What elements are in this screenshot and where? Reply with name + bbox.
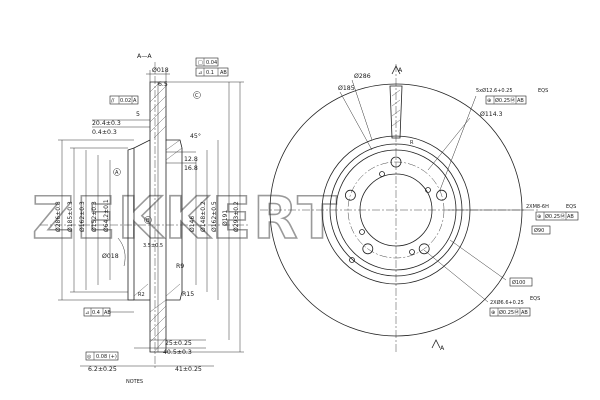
dim-w2: 16.8 bbox=[184, 165, 198, 172]
svg-text:Ø0.25Ⓜ: Ø0.25Ⓜ bbox=[545, 213, 565, 220]
hatch-bottom bbox=[133, 283, 181, 353]
dim-total: Ø293±0.2 bbox=[233, 201, 240, 232]
dim-w1: 12.8 bbox=[184, 156, 198, 163]
dim-hub: Ø018 bbox=[152, 66, 169, 74]
tol-frame-holes-right: ⊕ Ø0.25Ⓜ AB bbox=[535, 211, 579, 221]
label-pcd: Ø286 bbox=[354, 72, 371, 80]
svg-text:⊕: ⊕ bbox=[537, 214, 541, 220]
label-hub: Ø114.3 bbox=[480, 110, 503, 118]
label-pilot: 2XØ6.6+0.25 bbox=[490, 299, 524, 306]
tol-frame-pcd-bottom: ⊕ Ø0.25Ⓜ AB bbox=[489, 307, 531, 317]
dim-w40: 40.5±0.3 bbox=[163, 349, 192, 356]
dim-fillet2: R15 bbox=[182, 291, 194, 298]
svg-text:AB: AB bbox=[517, 98, 524, 104]
small-holes bbox=[349, 171, 431, 263]
dim-outer: Ø286±0.8 bbox=[55, 201, 62, 232]
hub-circle bbox=[359, 173, 433, 247]
svg-text:0.08 (+): 0.08 (+) bbox=[96, 354, 117, 360]
svg-text:Ø100: Ø100 bbox=[512, 279, 525, 286]
tol-frame-top-b: ⊿ 0.1 AB bbox=[195, 67, 229, 77]
label-thread: 2XM8-6H bbox=[526, 204, 549, 210]
svg-text:Ø0.25Ⓜ: Ø0.25Ⓜ bbox=[495, 97, 515, 104]
svg-text:AB: AB bbox=[521, 310, 528, 316]
ref-c: C bbox=[195, 93, 199, 99]
tol-frame-pcd-top: ⊕ Ø0.25Ⓜ AB bbox=[485, 95, 527, 105]
label-bolt-tol: EQS bbox=[538, 88, 548, 94]
dim-step-a: 20.4±0.3 bbox=[92, 120, 121, 127]
section-marker-top: A bbox=[398, 67, 403, 74]
dim-hat: Ø146 bbox=[189, 216, 196, 232]
tol-frame-top-a: □ 0.04 bbox=[195, 57, 219, 67]
svg-text:A: A bbox=[133, 98, 137, 104]
ref-b: B bbox=[146, 218, 150, 224]
svg-text:□: □ bbox=[198, 60, 203, 66]
dim-w62: 6.2±0.25 bbox=[88, 366, 117, 373]
tol-frame-hub-right: Ø100 bbox=[509, 277, 533, 287]
svg-text:Ø90: Ø90 bbox=[534, 227, 544, 234]
dim-c: Ø152±0.3 bbox=[91, 201, 98, 232]
svg-text:⊿: ⊿ bbox=[85, 310, 89, 316]
brand-watermark: ZEKKERT bbox=[32, 184, 339, 252]
svg-text:AB: AB bbox=[567, 214, 574, 220]
dim-hat2: Ø148±0.2 bbox=[200, 201, 207, 232]
svg-text:0.02: 0.02 bbox=[120, 98, 131, 104]
svg-text:⊕: ⊕ bbox=[491, 310, 495, 316]
svg-text:AB: AB bbox=[104, 310, 111, 316]
svg-text:0.1: 0.1 bbox=[206, 70, 214, 76]
svg-text:⊕: ⊕ bbox=[487, 98, 491, 104]
svg-text:Ø0.25Ⓜ: Ø0.25Ⓜ bbox=[499, 309, 519, 316]
dim-fillet1: R9 bbox=[176, 263, 184, 270]
svg-text://: // bbox=[111, 98, 115, 104]
dim-w41: 41±0.25 bbox=[175, 366, 202, 373]
notes-label: NOTES bbox=[126, 379, 143, 385]
dim-chamfer: 5 bbox=[136, 111, 140, 118]
hatch-top bbox=[149, 81, 183, 161]
dim-hub-w: 6.5 bbox=[158, 81, 168, 88]
svg-text:◎: ◎ bbox=[87, 354, 92, 360]
label-thread-tol: EQS bbox=[566, 204, 576, 210]
dim-a: Ø185±0.3 bbox=[67, 201, 74, 232]
label-pilot-tol: EQS bbox=[530, 296, 540, 302]
dim-w25: 25±0.25 bbox=[165, 340, 192, 347]
dim-angle: 45° bbox=[190, 132, 201, 140]
section-label: A—A bbox=[137, 53, 152, 60]
label-inner: Ø185 bbox=[338, 84, 355, 92]
top-slot bbox=[389, 85, 403, 139]
label-bolt: 5xØ12.6+0.25 bbox=[476, 87, 513, 94]
tol-frame-mid-left: ⊿ 0.4 AB bbox=[83, 307, 134, 317]
right-dimension-lines bbox=[166, 81, 244, 353]
svg-text:AB: AB bbox=[220, 70, 227, 76]
left-dimension-lines bbox=[58, 139, 134, 301]
tol-frame-left-runout: // 0.02 A bbox=[109, 95, 139, 105]
dim-step-b: 0.4±0.3 bbox=[92, 129, 117, 136]
ref-a: A bbox=[115, 170, 119, 176]
bolt-pcd bbox=[347, 161, 445, 259]
tol-frame-bore-right: Ø90 bbox=[531, 225, 551, 235]
tol-frame-bottom-left: ◎ 0.08 (+) bbox=[85, 351, 119, 361]
front-view: Ø286 Ø185 Ø114.3 5xØ12.6+0.25 EQS 2XM8-6… bbox=[260, 64, 579, 354]
svg-text:0.4: 0.4 bbox=[92, 310, 100, 316]
dim-bore: Ø018 bbox=[102, 252, 119, 260]
dim-b: Ø162±0.3 bbox=[79, 201, 86, 232]
dim-d: Ø64.2±0.1 bbox=[103, 199, 110, 232]
dim-ring: Ø162±0.5 bbox=[211, 201, 218, 232]
bolt-holes bbox=[344, 156, 448, 255]
label-r: R bbox=[410, 140, 414, 146]
section-view: A—A bbox=[40, 53, 250, 385]
section-marker-bottom: A bbox=[440, 345, 445, 352]
svg-text:⊿: ⊿ bbox=[198, 70, 202, 76]
svg-text:0.04: 0.04 bbox=[206, 60, 217, 66]
dim-groove: 3.5±0.5 bbox=[143, 243, 163, 249]
dim-r2: R2 bbox=[138, 292, 145, 298]
dim-ring2: Ø191 bbox=[222, 210, 229, 226]
